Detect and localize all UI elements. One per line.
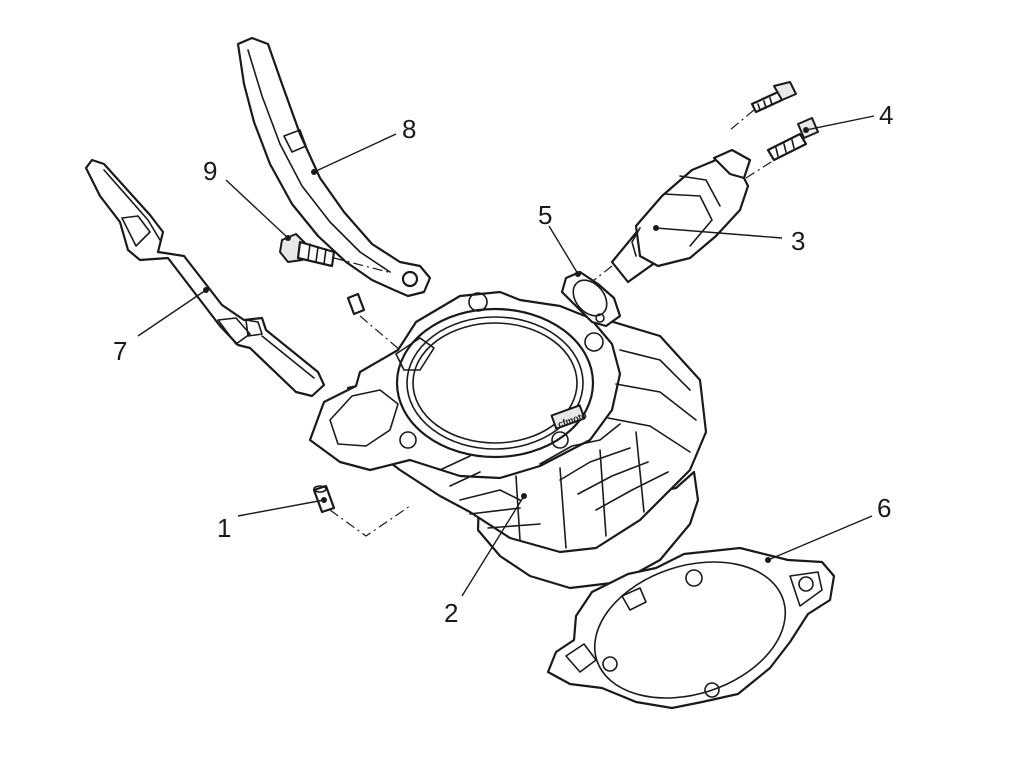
part-6-head-gasket [546,546,836,710]
part-1-dowel-pin [312,484,411,537]
callout-3: 3 [791,226,805,256]
callout-labels: 1 2 3 4 5 6 7 8 9 [113,100,893,628]
callout-5: 5 [538,200,552,230]
part-8-tensioner-guide [236,36,432,298]
part-2-cylinder-block: cfmoto [308,290,708,590]
part-7-chain-guide [84,158,326,398]
callout-9: 9 [203,156,217,186]
part-3-chain-tensioner [583,148,791,289]
dowel-pin-upper [346,292,401,351]
part-5-tensioner-gasket [560,270,622,328]
callout-4: 4 [879,100,893,130]
callout-6: 6 [877,493,891,523]
callout-8: 8 [402,114,416,144]
callout-2: 2 [444,598,458,628]
callout-7: 7 [113,336,127,366]
leader-lines [137,115,875,597]
part-9-pivot-bolt [279,233,389,273]
callout-1: 1 [217,513,231,543]
part-4-bolts [729,81,819,162]
